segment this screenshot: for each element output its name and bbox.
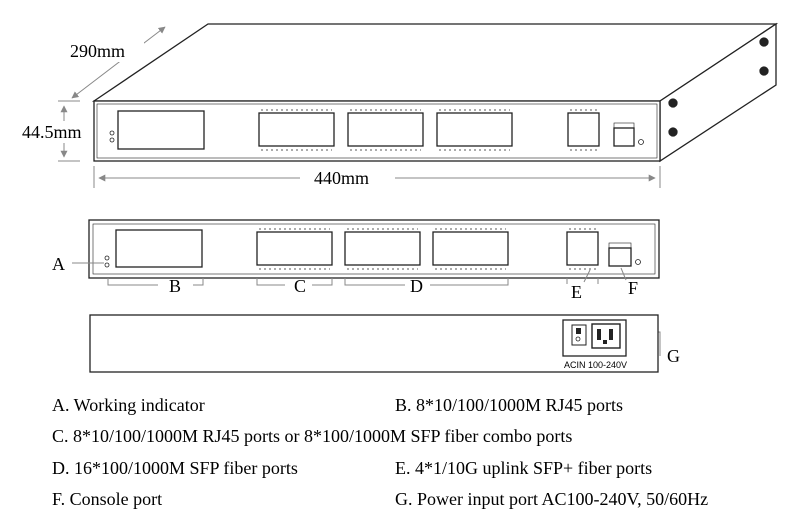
power-socket bbox=[591, 323, 621, 349]
depth-dimension: 290mm bbox=[66, 26, 166, 99]
combo-block-c bbox=[258, 112, 335, 147]
chassis-3d bbox=[91, 22, 779, 163]
rack-hole bbox=[668, 127, 678, 137]
callout-d: D bbox=[410, 276, 423, 296]
legend-b: B. 8*10/100/1000M RJ45 ports bbox=[395, 395, 624, 415]
legend-f: F. Console port bbox=[52, 489, 163, 509]
width-label: 440mm bbox=[314, 168, 369, 188]
legend-a: A. Working indicator bbox=[52, 395, 205, 415]
depth-label: 290mm bbox=[70, 41, 125, 61]
power-switch bbox=[571, 324, 587, 346]
callout-b: B bbox=[169, 276, 181, 296]
height-dimension: 44.5mm bbox=[22, 100, 82, 162]
callout-c: C bbox=[294, 276, 306, 296]
power-input-label: ACIN 100-240V bbox=[564, 360, 627, 370]
legend-g: G. Power input port AC100-240V, 50/60Hz bbox=[395, 489, 709, 509]
legend-d: D. 16*100/1000M SFP fiber ports bbox=[52, 458, 298, 478]
sfp-block-d2 bbox=[436, 112, 513, 147]
rack-hole bbox=[668, 98, 678, 108]
legend-e: E. 4*1/10G uplink SFP+ fiber ports bbox=[395, 458, 653, 478]
front-panel bbox=[88, 219, 660, 279]
callout-a: A bbox=[52, 254, 65, 274]
height-label: 44.5mm bbox=[22, 122, 82, 142]
callout-g: G bbox=[667, 346, 680, 366]
sfp-plus-block-e bbox=[567, 112, 600, 147]
sfp-block-d1 bbox=[347, 112, 424, 147]
chassis-top-face bbox=[91, 23, 779, 102]
rack-hole bbox=[759, 66, 769, 76]
width-dimension: 440mm bbox=[93, 166, 661, 188]
power-module bbox=[562, 319, 627, 357]
rack-hole bbox=[759, 37, 769, 47]
rj45-block-b bbox=[117, 110, 205, 150]
callout-f: F bbox=[628, 278, 638, 298]
callout-e: E bbox=[571, 282, 582, 302]
legend-c: C. 8*10/100/1000M RJ45 ports or 8*100/10… bbox=[52, 426, 573, 446]
callout-brackets bbox=[72, 262, 661, 356]
working-indicator bbox=[104, 255, 110, 261]
rear-panel bbox=[89, 314, 659, 373]
